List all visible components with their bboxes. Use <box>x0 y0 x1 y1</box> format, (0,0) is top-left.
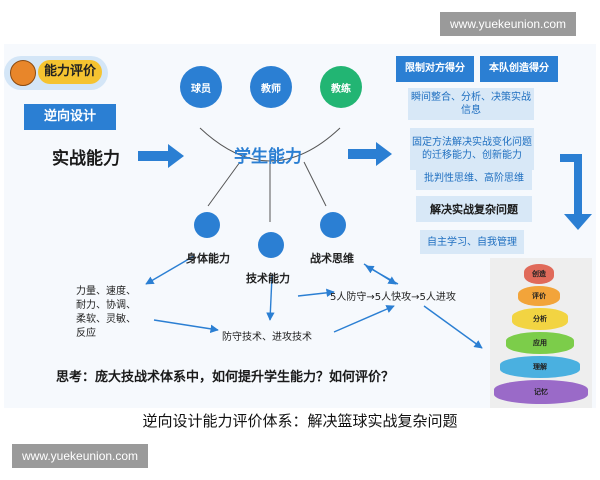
basketball-icon <box>10 60 36 86</box>
technical-label: 技术能力 <box>246 272 290 285</box>
right-item: 解决实战复杂问题 <box>416 196 532 222</box>
physical-label: 身体能力 <box>186 252 230 265</box>
pyramid-level-analyze: 分析 <box>512 308 568 330</box>
right-item: 瞬间整合、分析、决策实战信息 <box>408 88 534 120</box>
physical-list-item: 耐力、协调、 <box>76 300 136 311</box>
reverse-design-box: 逆向设计 <box>24 104 116 130</box>
right-item: 批判性思维、高阶思维 <box>416 166 532 190</box>
circle-teacher: 教师 <box>250 66 292 108</box>
right-box-limit: 限制对方得分 <box>396 56 474 82</box>
center-label: 学生能力 <box>234 147 302 167</box>
physical-list-item: 反应 <box>76 328 96 339</box>
right-item: 自主学习、自我管理 <box>420 230 524 254</box>
pyramid-level-remember: 记忆 <box>494 380 588 404</box>
combat-ability-label: 实战能力 <box>52 149 120 169</box>
arrow-right-icon-2 <box>348 142 392 170</box>
skills-label: 防守技术、进攻技术 <box>222 332 312 343</box>
circle-technical <box>258 232 284 258</box>
pyramid-level-apply: 应用 <box>506 332 574 354</box>
right-box-create: 本队创造得分 <box>480 56 558 82</box>
circle-player: 球员 <box>180 66 222 108</box>
physical-list-item: 柔软、灵敏、 <box>76 314 136 325</box>
watermark-top: www.yuekeunion.com <box>440 12 577 36</box>
caption: 逆向设计能力评价体系：解决篮球实战复杂问题 <box>142 412 458 430</box>
connector-lines <box>145 127 592 349</box>
question-text: 思考：庞大技战术体系中，如何提升学生能力？如何评价？ <box>56 370 395 385</box>
title-label: 能力评价 <box>38 60 103 84</box>
circle-physical <box>194 212 220 238</box>
pyramid-level-create: 创造 <box>524 264 554 284</box>
pyramid-level-evaluate: 评价 <box>518 286 560 306</box>
pyramid-level-understand: 理解 <box>500 356 580 378</box>
physical-list-item: 力量、速度、 <box>76 286 136 297</box>
tactics-label: 5人防守→5人快攻→5人进攻 <box>330 292 456 303</box>
right-item: 固定方法解决实战变化问题的迁移能力、创新能力 <box>410 128 534 170</box>
circle-coach: 教练 <box>320 66 362 108</box>
tactical-label: 战术思维 <box>310 252 354 265</box>
ability-diagram: 能力评价 逆向设计 实战能力 球员 教师 教练 学生能力 身体能力 技术能力 战… <box>4 44 596 408</box>
circle-tactical <box>320 212 346 238</box>
watermark-bottom: www.yuekeunion.com <box>12 444 149 468</box>
